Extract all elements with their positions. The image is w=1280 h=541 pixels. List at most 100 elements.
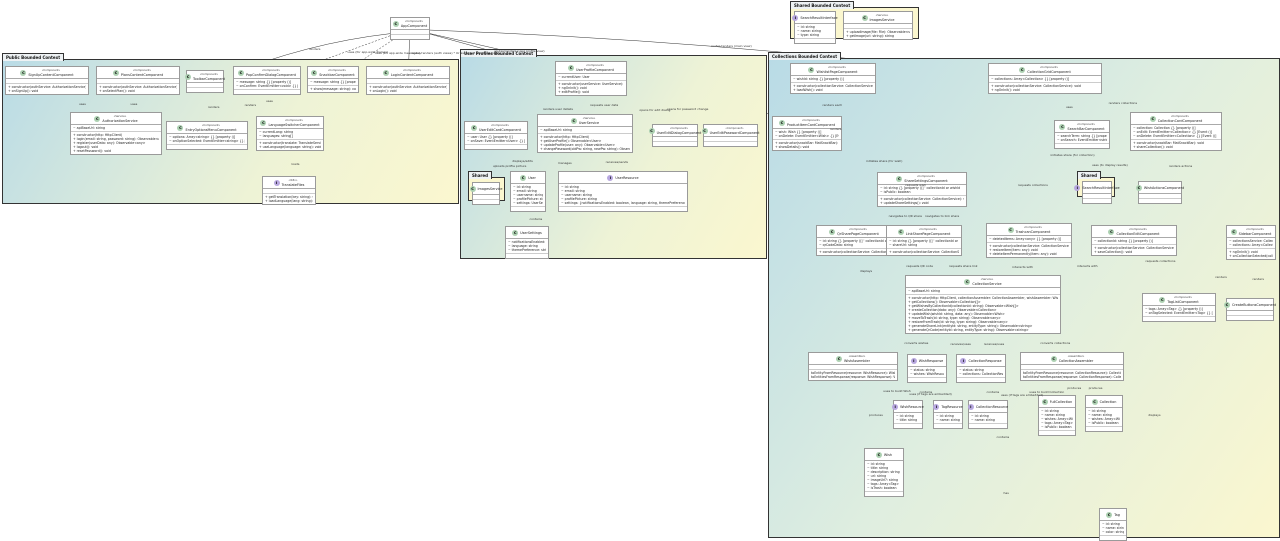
- class-box-sign-up-content-component: C«Component»SignUpContentComponent+ cons…: [5, 66, 89, 95]
- class-badge-icon: C: [113, 70, 119, 76]
- class-name: WishResponse: [919, 359, 943, 363]
- class-name: SearchResultInterface: [800, 16, 837, 20]
- edge-label: contains: [920, 390, 933, 394]
- class-badge-icon: C: [1106, 512, 1112, 518]
- class-header: C«Assembler»CollectionAssembler: [1021, 353, 1123, 365]
- class-methods: [559, 207, 687, 211]
- class-header: C«Service»AuthorizationService: [71, 113, 161, 125]
- class-badge-icon: C: [185, 74, 191, 80]
- class-badge-icon: C: [1059, 124, 1065, 130]
- class-attributes: ~ id: string~ title: string~ description…: [865, 461, 903, 492]
- class-methods: [1139, 199, 1181, 203]
- class-attribute: ~ message: string {} [property ()]: [310, 80, 356, 84]
- class-method: + changePassword(oldPw: string, newPw: s…: [540, 147, 630, 151]
- class-methods: [506, 254, 548, 258]
- class-method: + shareCollection(): void: [1133, 145, 1219, 149]
- edge-label: renders: [830, 127, 841, 131]
- class-attribute: ~ apiBaseUrl: string: [540, 128, 630, 132]
- class-name: CollectionCardComponent: [1158, 119, 1202, 123]
- class-name: TagListComponent: [1167, 300, 1198, 304]
- class-attributes: ~ options: Array<string> {} [property ()…: [167, 134, 247, 145]
- class-attributes: ~ id: string~ name: string~ type: string: [795, 24, 835, 39]
- class-badge-icon: C: [393, 21, 399, 27]
- edge-label: renders each: [822, 103, 842, 107]
- class-badge-icon: C: [964, 279, 970, 285]
- class-badge-icon: C: [1150, 116, 1156, 122]
- class-box-plans-content-component: C«Component»PlansContentComponent+ const…: [96, 66, 180, 95]
- class-header: C«Service»ImagesService: [844, 12, 912, 24]
- class-attribute: ~ languages: string[]: [259, 134, 321, 138]
- class-badge-icon: C: [260, 120, 266, 126]
- class-name: AppComponent: [401, 24, 427, 28]
- class-attribute: ~ collections: CollectionResource[]: [959, 372, 1003, 376]
- class-header: C«Component»LanguageSwitcherComponent: [257, 117, 323, 129]
- class-attributes: ~ apiBaseUrl: string: [906, 288, 1060, 295]
- class-methods: [391, 35, 429, 39]
- class-attribute: ~ settings: UserSettings: [513, 201, 543, 205]
- class-box-collection-card-component: C«Component»CollectionCardComponent~ col…: [1130, 112, 1222, 151]
- edge-label: renders actions: [1169, 164, 1192, 168]
- edge-label: has: [1004, 491, 1009, 495]
- edge-label: displays: [1148, 413, 1160, 417]
- class-badge-icon: C: [1051, 356, 1057, 362]
- class-attribute: ~ isPublic: boolean: [1041, 425, 1073, 429]
- class-header: C«Assembler»WishAssembler: [809, 353, 897, 365]
- class-header: C«Component»UserEditDialogComponent: [653, 125, 697, 137]
- class-name: CollectionGridComponent: [1027, 70, 1071, 74]
- class-method: + ngOnInit(): void: [991, 88, 1099, 92]
- class-methods: [934, 424, 962, 428]
- edge-label: routes/renders (user profile view): [495, 49, 545, 53]
- edge-label: requests collections: [1146, 259, 1176, 263]
- class-name: CreateButtonsComponent: [1232, 303, 1276, 307]
- class-badge-icon: C: [471, 125, 477, 131]
- class-box-qr-share-page-component: C«Component»QrSharePageComponent~ id: st…: [816, 225, 892, 256]
- class-attribute: ~ isTrash: boolean: [867, 486, 901, 490]
- class-name: Collection: [1100, 400, 1117, 404]
- class-method: + deleteItemPermanently(item: any): void: [989, 252, 1069, 256]
- class-attribute: ~ collections: Array<Collection> {} [pro…: [991, 77, 1099, 81]
- class-methods: [865, 492, 903, 496]
- class-method: + showDetails(): void: [775, 145, 839, 149]
- package-title: Shared Bounded Context: [790, 1, 854, 9]
- class-box-user-edit-dialog-component: C«Component»UserEditDialogComponent: [652, 124, 698, 147]
- edge-label: uses: [1066, 105, 1073, 109]
- interface-badge-icon: I: [892, 404, 898, 410]
- class-name: TagResource: [941, 405, 962, 409]
- class-name: SearchBarComponent: [1067, 127, 1104, 131]
- class-methods: + constructor(authService: Authorization…: [97, 84, 179, 94]
- class-attributes: ~ id: string {} [property ()] ' collecti…: [878, 185, 966, 196]
- class-attributes: ~ collectionId: string {} [property ()]: [1092, 238, 1176, 245]
- class-name: CollectionResponse: [968, 359, 1001, 363]
- package-title: Collections Bounded Context: [768, 52, 841, 60]
- class-badge-icon: C: [1224, 302, 1230, 308]
- class-methods: + uploadImage(file: File): Observable<st…: [844, 29, 912, 39]
- class-badge-icon: C: [876, 452, 882, 458]
- class-attribute: ~ onConfirm: EventEmitter<void> {} [Even…: [236, 84, 298, 88]
- class-name: FullCollection: [1050, 400, 1073, 404]
- class-box-sidebar-component: C«Component»SidebarComponent~ collection…: [1226, 225, 1276, 260]
- class-methods: + constructor(collectionService: Collect…: [791, 83, 875, 93]
- class-badge-icon: C: [779, 120, 785, 126]
- class-name: WishResource: [900, 405, 924, 409]
- class-method: + resetPassword(): void: [73, 149, 159, 153]
- class-attributes: ~ currentUser: User: [556, 74, 626, 81]
- class-methods: + constructor(collectionService: Collect…: [989, 83, 1101, 93]
- class-methods: [704, 142, 757, 146]
- class-attributes: ~ id: string~ name: string~ wishes: Arra…: [1039, 408, 1075, 431]
- class-badge-icon: C: [808, 67, 814, 73]
- class-methods: + constructor(collectionService: Collect…: [878, 196, 966, 206]
- class-methods: [511, 207, 545, 211]
- class-attributes: ~ id: string~ name: string~ color: strin…: [1100, 521, 1126, 536]
- class-name: Wish: [884, 453, 892, 457]
- class-attribute: ~ collectionId: string {} [property ()]: [1094, 239, 1174, 243]
- class-badge-icon: C: [1008, 227, 1014, 233]
- class-attributes: ~ tags: Array<Tag> {} [property ()]~ onT…: [1143, 306, 1215, 317]
